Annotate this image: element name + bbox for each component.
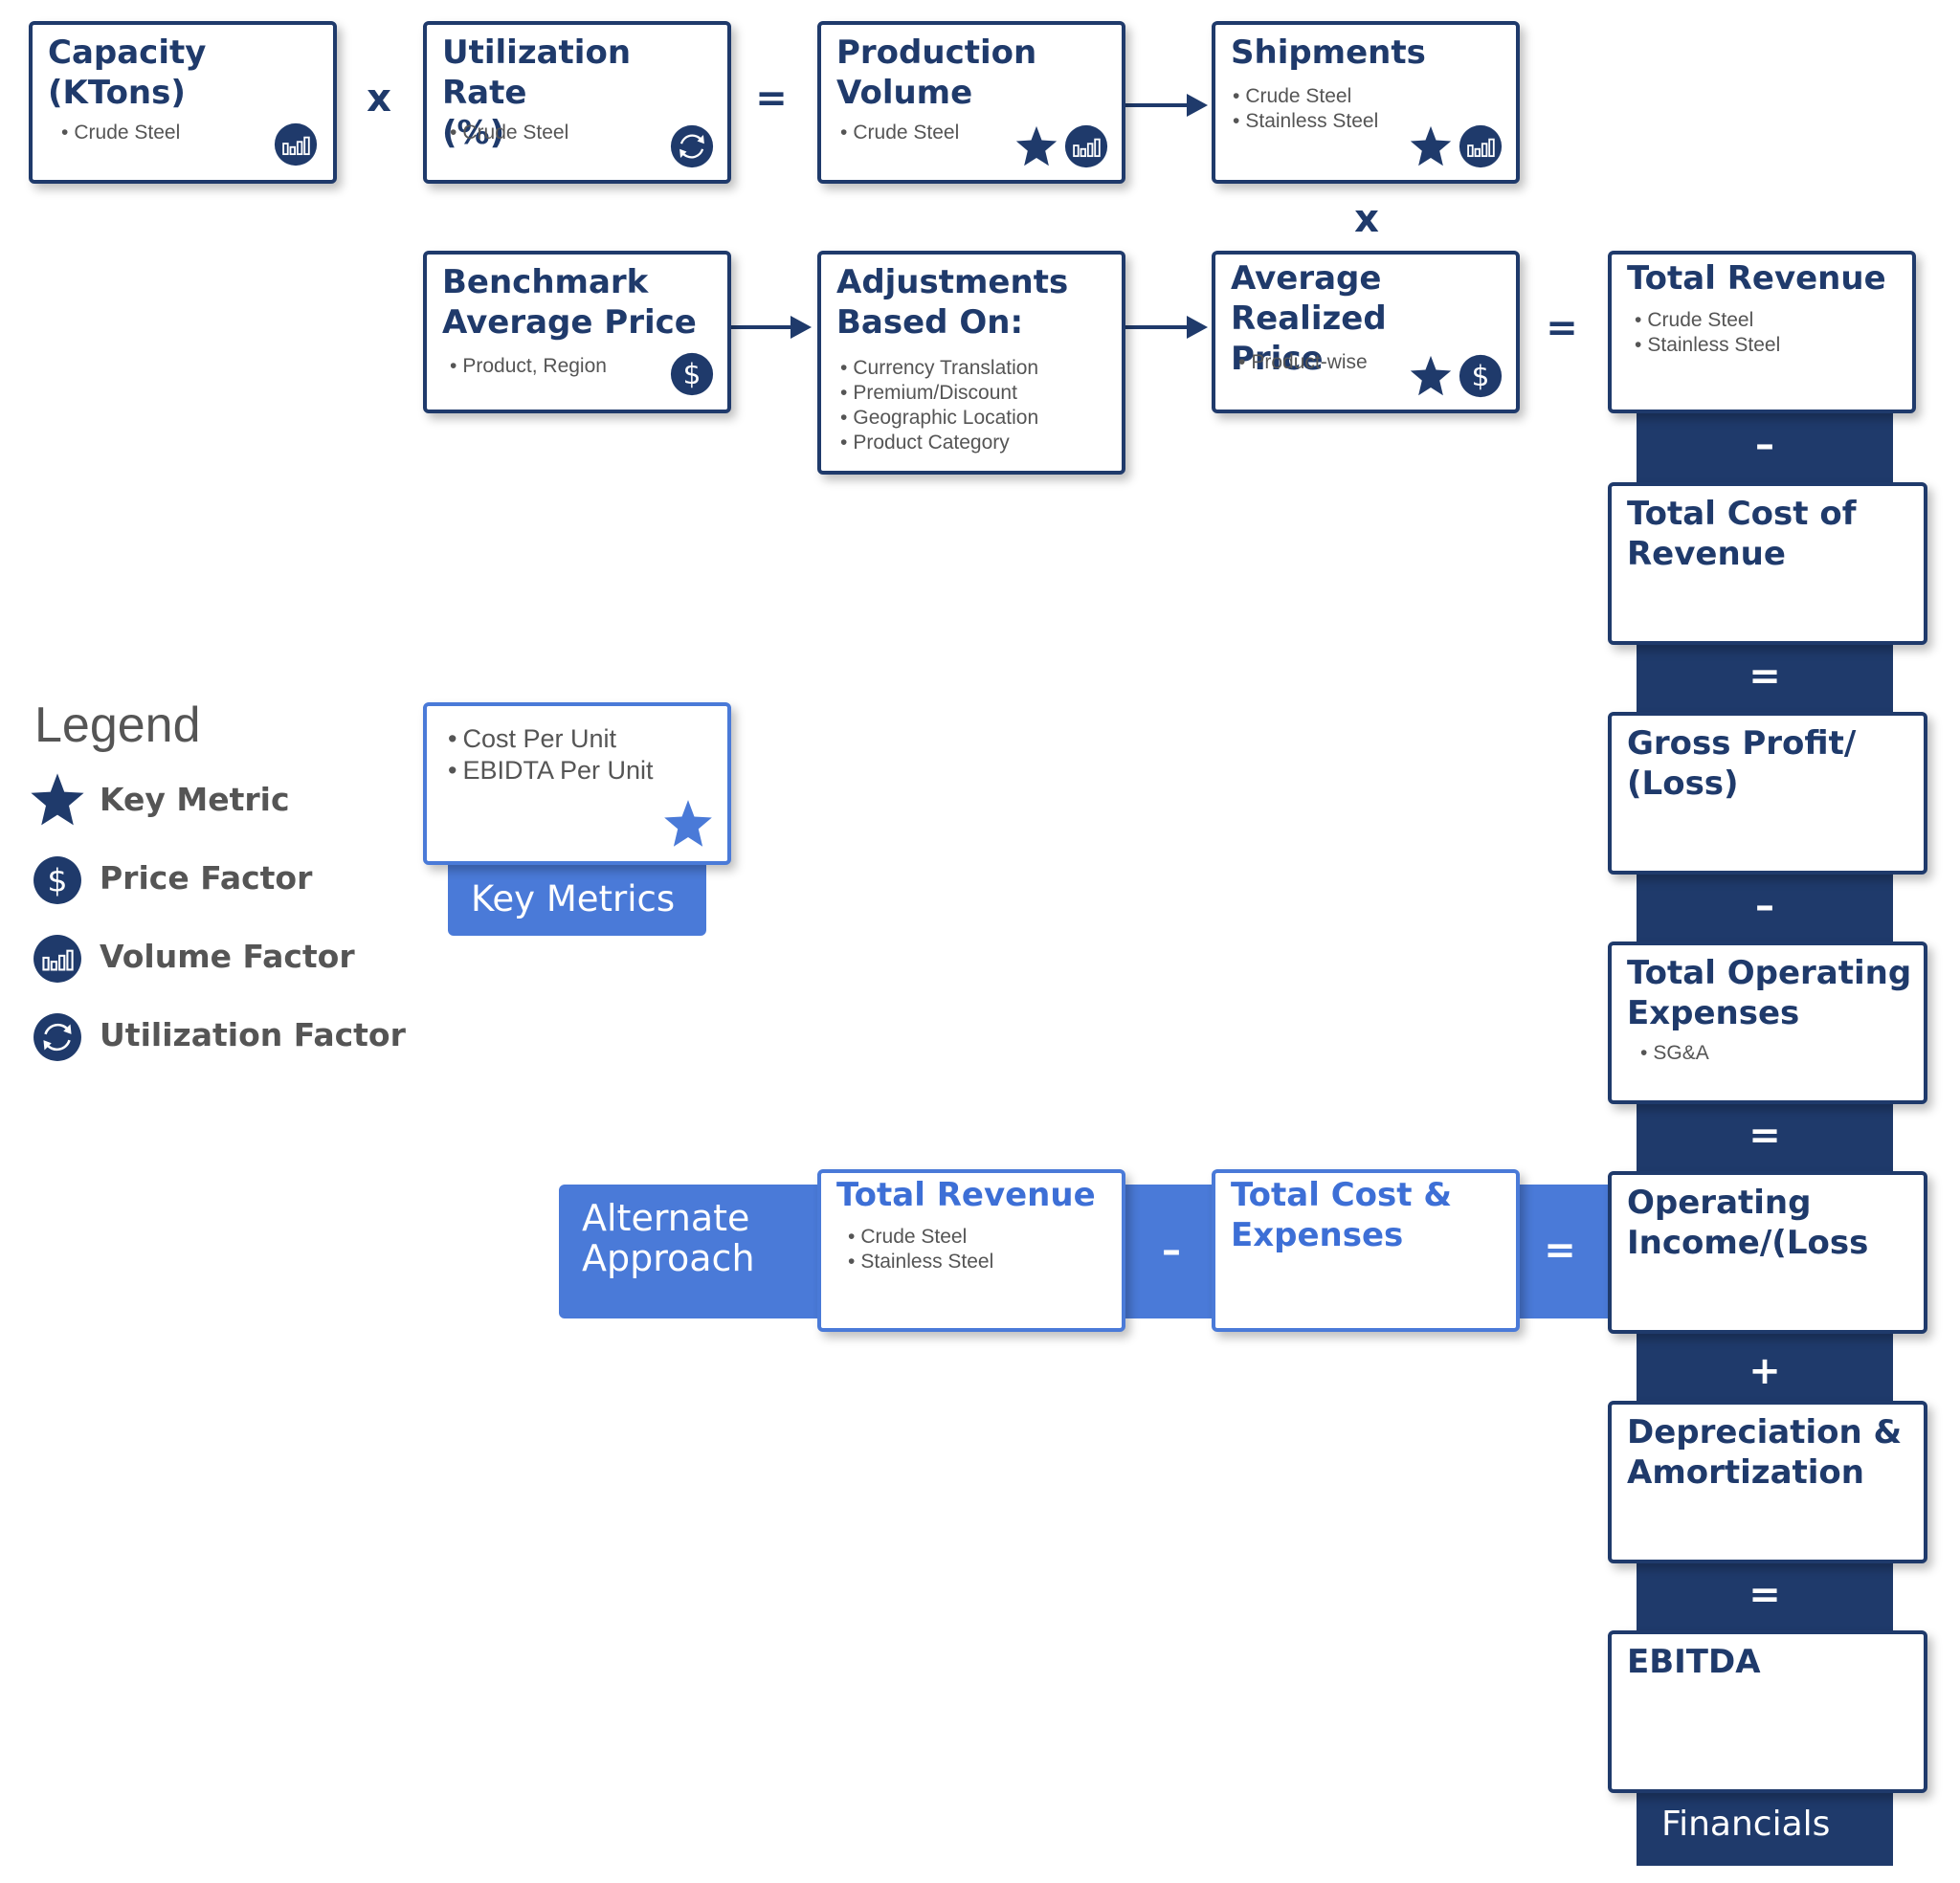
star-icon xyxy=(1014,124,1058,168)
benchmark-price-bullets: Product, Region xyxy=(450,354,607,379)
list-item: Premium/Discount xyxy=(840,381,1038,406)
utilization-bullets: Crude Steel xyxy=(450,121,568,145)
bar-chart-icon xyxy=(1064,124,1108,168)
alternate-approach-label: Alternate Approach xyxy=(582,1197,755,1279)
alt-total-revenue-title: Total Revenue xyxy=(836,1176,1096,1214)
list-item: Product-wise xyxy=(1238,350,1367,375)
minus-operator: – xyxy=(1755,884,1774,928)
list-item: Stainless Steel xyxy=(1635,333,1780,358)
star-icon xyxy=(1409,354,1453,398)
legend-key-metric-label: Key Metric xyxy=(100,781,290,818)
total-operating-expenses-box: Total Operating Expenses SG&A xyxy=(1608,942,1927,1104)
total-revenue-bullets: Crude Steel Stainless Steel xyxy=(1635,308,1780,358)
adjustments-box: Adjustments Based On: Currency Translati… xyxy=(817,251,1125,475)
ebitda-box: EBITDA xyxy=(1608,1630,1927,1793)
total-operating-expenses-title: Total Operating Expenses xyxy=(1627,954,1912,1032)
ebitda-title: EBITDA xyxy=(1627,1643,1761,1681)
avg-realized-price-bullets: Product-wise xyxy=(1238,350,1367,375)
equals-operator: = xyxy=(1544,1229,1576,1273)
legend-volume-factor-label: Volume Factor xyxy=(100,938,355,975)
list-item: Currency Translation xyxy=(840,356,1038,381)
list-item: EBIDTA Per Unit xyxy=(448,755,653,786)
total-cost-of-revenue-box: Total Cost of Revenue xyxy=(1608,482,1927,645)
star-icon xyxy=(1409,124,1453,168)
key-metrics-tab-label: Key Metrics xyxy=(471,878,676,919)
total-cost-of-revenue-title: Total Cost of Revenue xyxy=(1627,495,1857,573)
benchmark-price-title: Benchmark Average Price xyxy=(442,263,697,342)
dollar-icon xyxy=(33,855,82,905)
legend-title: Legend xyxy=(34,698,201,753)
equals-operator: = xyxy=(1748,1114,1781,1158)
utilization-box: Utilization Rate (%) Crude Steel xyxy=(423,21,731,184)
alt-total-cost-title: Total Cost & Expenses xyxy=(1231,1176,1453,1254)
capacity-box: Capacity (KTons) Crude Steel xyxy=(29,21,337,184)
equals-operator: = xyxy=(1748,1573,1781,1617)
operating-income-box: Operating Income/(Loss xyxy=(1608,1171,1927,1334)
operating-income-title: Operating Income/(Loss xyxy=(1627,1184,1869,1262)
list-item: Crude Steel xyxy=(1635,308,1780,333)
total-revenue-title: Total Revenue xyxy=(1627,259,1886,298)
total-revenue-box: Total Revenue Crude Steel Stainless Stee… xyxy=(1608,251,1916,413)
shipments-title: Shipments xyxy=(1231,33,1426,72)
star-icon xyxy=(662,798,714,850)
production-volume-bullets: Crude Steel xyxy=(840,121,959,145)
key-metrics-tab xyxy=(448,852,706,936)
refresh-icon xyxy=(670,124,714,168)
bar-chart-icon xyxy=(274,122,318,166)
avg-realized-price-box: Average Realized Price Product-wise xyxy=(1212,251,1520,413)
shipments-bullets: Crude Steel Stainless Steel xyxy=(1233,84,1378,134)
list-item: Crude Steel xyxy=(1233,84,1378,109)
adjustments-title: Adjustments Based On: xyxy=(836,263,1069,342)
shipments-box: Shipments Crude Steel Stainless Steel xyxy=(1212,21,1520,184)
financials-band xyxy=(1637,402,1893,1866)
list-item: Geographic Location xyxy=(840,406,1038,431)
equals-operator: = xyxy=(1546,306,1578,350)
minus-operator: – xyxy=(1755,423,1774,467)
key-metrics-bullets: Cost Per Unit EBIDTA Per Unit xyxy=(448,723,654,786)
legend-utilization-factor-label: Utilization Factor xyxy=(100,1016,406,1053)
bar-chart-icon xyxy=(1459,124,1503,168)
legend-price-factor-label: Price Factor xyxy=(100,859,313,897)
capacity-bullets: Crude Steel xyxy=(61,121,180,145)
equals-operator: = xyxy=(1748,654,1781,698)
depreciation-amortization-title: Depreciation & Amortization xyxy=(1627,1413,1903,1492)
bar-chart-icon xyxy=(33,934,82,984)
list-item: Crude Steel xyxy=(848,1225,993,1250)
list-item: Product, Region xyxy=(450,354,607,379)
alt-total-revenue-bullets: Crude Steel Stainless Steel xyxy=(848,1225,993,1274)
list-item: SG&A xyxy=(1640,1041,1708,1066)
production-volume-box: Production Volume Crude Steel xyxy=(817,21,1125,184)
plus-operator: + xyxy=(1748,1349,1781,1393)
star-icon xyxy=(29,771,86,829)
gross-profit-title: Gross Profit/ (Loss) xyxy=(1627,724,1857,803)
equals-operator: = xyxy=(755,77,788,121)
list-item: Crude Steel xyxy=(61,121,180,145)
depreciation-amortization-box: Depreciation & Amortization xyxy=(1608,1401,1927,1563)
list-item: Product Category xyxy=(840,431,1038,455)
alt-total-cost-box: Total Cost & Expenses xyxy=(1212,1169,1520,1332)
key-metrics-box: Cost Per Unit EBIDTA Per Unit xyxy=(423,702,731,865)
financials-tab-label: Financials xyxy=(1661,1805,1831,1844)
minus-operator: – xyxy=(1162,1229,1181,1273)
gross-profit-box: Gross Profit/ (Loss) xyxy=(1608,712,1927,875)
list-item: Stainless Steel xyxy=(1233,109,1378,134)
capacity-title: Capacity (KTons) xyxy=(48,33,207,112)
refresh-icon xyxy=(33,1012,82,1062)
list-item: Cost Per Unit xyxy=(448,723,654,755)
multiply-operator: x xyxy=(367,77,391,121)
dollar-icon xyxy=(1459,354,1503,398)
adjustments-bullets: Currency Translation Premium/Discount Ge… xyxy=(840,356,1038,455)
list-item: Stainless Steel xyxy=(848,1250,993,1274)
list-item: Crude Steel xyxy=(450,121,568,145)
multiply-operator: x xyxy=(1354,197,1379,241)
list-item: Crude Steel xyxy=(840,121,959,145)
benchmark-price-box: Benchmark Average Price Product, Region xyxy=(423,251,731,413)
production-volume-title: Production Volume xyxy=(836,33,1037,112)
alt-total-revenue-box: Total Revenue Crude Steel Stainless Stee… xyxy=(817,1169,1125,1332)
dollar-icon xyxy=(670,352,714,396)
total-operating-expenses-bullets: SG&A xyxy=(1640,1041,1708,1066)
